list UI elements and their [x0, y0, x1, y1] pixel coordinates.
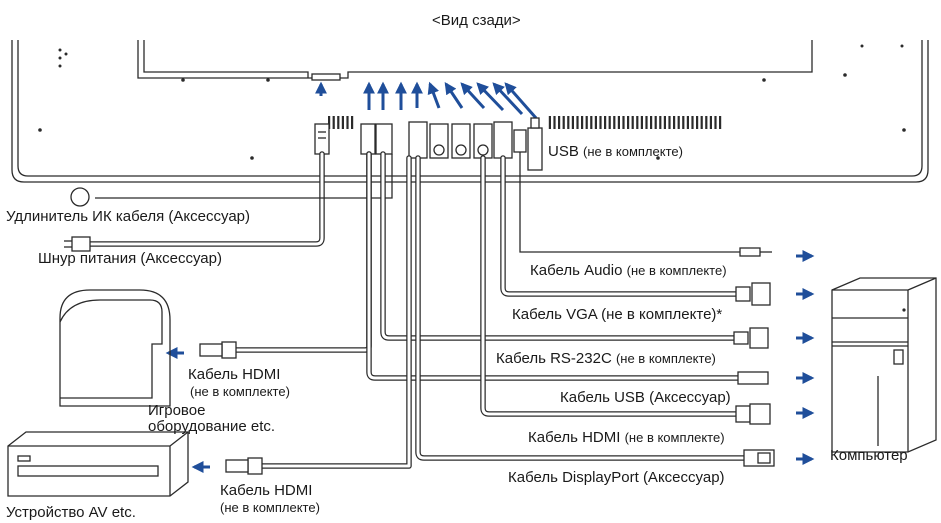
vent-slot	[705, 116, 708, 129]
vent-slot	[709, 116, 712, 129]
vent-slot	[691, 116, 694, 129]
hdmi-pc-cable-text: Кабель HDMI	[528, 429, 621, 446]
vga-cable-text: Кабель VGA	[512, 306, 597, 323]
cable-runs	[70, 151, 747, 469]
vent-slot	[585, 116, 588, 129]
vga-cable-label: Кабель VGA (не в комплекте)*	[512, 306, 722, 323]
vent-slot	[332, 116, 335, 129]
vent-slot	[719, 116, 722, 129]
computer-icon	[831, 277, 937, 453]
vent-slot	[608, 116, 611, 129]
vent-slot	[663, 116, 666, 129]
device-arrows	[165, 250, 815, 473]
game-device-label-1: Игровое	[148, 402, 206, 419]
vent-slot	[700, 116, 703, 129]
vent-slot	[604, 116, 607, 129]
vent-slot	[627, 116, 630, 129]
vent-slot	[346, 116, 349, 129]
vent-slot	[654, 116, 657, 129]
ir-extension-label: Удлинитель ИК кабеля (Аксессуар)	[6, 208, 250, 225]
av-device-icon	[7, 431, 189, 497]
audio-cable-label: Кабель Audio (не в комплекте)	[530, 262, 727, 279]
audio-not-included: (не в комплекте)	[626, 263, 727, 278]
vent-slot	[686, 116, 689, 129]
vent-slot	[599, 116, 602, 129]
displayport-cable-label: Кабель DisplayPort (Аксессуар)	[508, 469, 725, 486]
vent-slot	[337, 116, 340, 129]
vga-footnote-mark: *	[716, 306, 723, 323]
vent-slot	[571, 116, 574, 129]
vent-slot	[668, 116, 671, 129]
vent-slot	[562, 116, 565, 129]
end-connectors	[64, 236, 775, 475]
usb-label: USB (не в комплекте)	[548, 143, 683, 160]
audio-cable-text: Кабель Audio	[530, 262, 623, 279]
vent-slot	[622, 116, 625, 129]
plug-heads	[314, 117, 543, 171]
vent-slot	[631, 116, 634, 129]
power-cord-label: Шнур питания (Аксессуар)	[38, 250, 222, 267]
rs232c-cable-label: Кабель RS-232C (не в комплекте)	[496, 350, 716, 367]
rear-view-title: <Вид сзади>	[432, 12, 521, 29]
vent-slots	[328, 116, 722, 129]
hdmi-pc-cable-label: Кабель HDMI (не в комплекте)	[528, 429, 725, 446]
usb-not-included: (не в комплекте)	[583, 144, 683, 159]
vent-slot	[567, 116, 570, 129]
vent-slot	[714, 116, 717, 129]
hdmi-game-cable-label: Кабель HDMI	[188, 366, 281, 383]
vent-slot	[613, 116, 616, 129]
vent-slot	[576, 116, 579, 129]
hdmi-av-not-included: (не в комплекте)	[220, 500, 320, 515]
rs232c-cable-text: Кабель RS-232C	[496, 350, 612, 367]
vent-slot	[696, 116, 699, 129]
vent-slot	[673, 116, 676, 129]
vent-slot	[328, 116, 331, 129]
usb-accessory-label: Кабель USB (Аксессуар)	[560, 389, 731, 406]
vent-slot	[640, 116, 643, 129]
hdmi-pc-not-included: (не в комплекте)	[624, 430, 725, 445]
vent-slot	[659, 116, 662, 129]
hdmi-game-not-included: (не в комплекте)	[190, 384, 290, 399]
vent-slot	[636, 116, 639, 129]
vent-slot	[590, 116, 593, 129]
vent-slot	[351, 116, 354, 129]
vent-slot	[581, 116, 584, 129]
vent-slot	[594, 116, 597, 129]
port-arrows	[315, 81, 538, 119]
av-device-label: Устройство AV etc.	[6, 504, 136, 521]
vent-slot	[548, 116, 551, 129]
rs232c-not-included: (не в комплекте)	[615, 351, 716, 366]
vent-slot	[645, 116, 648, 129]
vent-slot	[558, 116, 561, 129]
vent-slot	[341, 116, 344, 129]
game-device-label-2: оборудование etc.	[148, 418, 276, 435]
hdmi-av-cable-label: Кабель HDMI	[220, 482, 313, 499]
vent-slot	[682, 116, 685, 129]
computer-label: Компьютер	[830, 447, 908, 464]
monitor-back	[11, 40, 929, 183]
vent-slot	[677, 116, 680, 129]
usb-label-text: USB	[548, 143, 579, 160]
vent-slot	[553, 116, 556, 129]
vent-slot	[650, 116, 653, 129]
vga-not-included: (не в комплекте)	[601, 306, 717, 323]
game-console-icon	[59, 289, 171, 407]
vent-slot	[617, 116, 620, 129]
